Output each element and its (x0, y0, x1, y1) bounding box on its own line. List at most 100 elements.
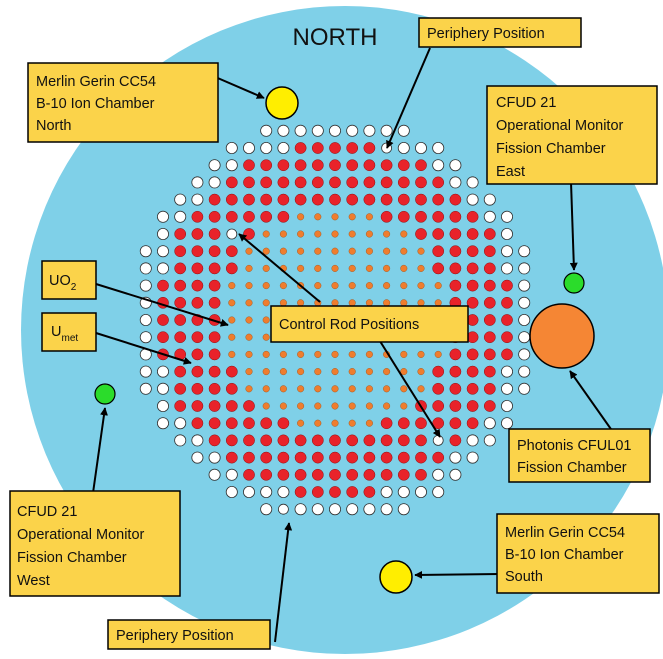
uo2-fuel-rod (400, 350, 408, 358)
uo2-fuel-rod (245, 350, 253, 358)
uo2-fuel-rod (314, 247, 322, 255)
umet-fuel-rod (311, 193, 324, 206)
umet-fuel-rod (260, 193, 273, 206)
empty-lattice-position (191, 434, 204, 447)
empty-lattice-position (518, 331, 531, 344)
uo2-fuel-rod (279, 402, 287, 410)
umet-fuel-rod (294, 468, 307, 481)
umet-fuel-rod (397, 434, 410, 447)
uo2-fuel-rod (279, 350, 287, 358)
umet-fuel-rod (329, 451, 341, 464)
uo2-fuel-rod (400, 402, 408, 410)
uo2-fuel-rod (297, 402, 305, 410)
uo2-fuel-rod (245, 333, 253, 341)
umet-fuel-rod (380, 468, 393, 481)
fission-monitor-east (563, 272, 585, 294)
umet-fuel-rod (243, 451, 255, 464)
umet-fuel-rod (208, 210, 221, 223)
umet-fuel-rod (466, 279, 479, 292)
umet-fuel-rod (415, 159, 427, 172)
uo2-fuel-rod (348, 282, 356, 290)
empty-lattice-position (414, 141, 427, 154)
umet-fuel-rod (380, 210, 393, 223)
umet-fuel-rod (294, 142, 307, 154)
umet-fuel-rod (415, 434, 427, 447)
uo2-fuel-rod (400, 368, 408, 376)
svg-text:Fission Chamber: Fission Chamber (496, 141, 606, 157)
empty-lattice-position (208, 468, 221, 481)
empty-lattice-position (483, 210, 496, 223)
empty-lattice-position (449, 159, 462, 172)
uo2-fuel-rod (245, 316, 253, 324)
umet-fuel-rod (277, 176, 290, 189)
empty-lattice-position (294, 503, 307, 516)
umet-fuel-rod (225, 417, 238, 430)
umet-fuel-rod (380, 159, 393, 172)
umet-fuel-rod (483, 228, 496, 240)
uo2-fuel-rod (434, 282, 442, 290)
label-photonis: Photonis CFUL01 Fission Chamber (508, 428, 651, 483)
uo2-fuel-rod (314, 385, 322, 393)
umet-fuel-rod (380, 434, 393, 447)
umet-fuel-rod (208, 434, 221, 447)
umet-fuel-rod (415, 228, 427, 240)
uo2-fuel-rod (297, 247, 305, 255)
umet-fuel-rod (329, 159, 341, 172)
empty-lattice-position (191, 176, 204, 189)
arrow-cfud-east (569, 181, 578, 271)
empty-lattice-position (397, 503, 410, 516)
uo2-fuel-rod (262, 368, 270, 376)
uo2-fuel-rod (314, 213, 322, 221)
umet-fuel-rod (466, 400, 479, 412)
empty-lattice-position (380, 124, 393, 137)
empty-lattice-position (518, 245, 531, 258)
uo2-fuel-rod (417, 385, 425, 393)
umet-fuel-rod (225, 245, 238, 258)
arrow-uo2 (95, 283, 229, 327)
uo2-fuel-rod (297, 299, 305, 307)
uo2-fuel-rod (228, 282, 236, 290)
uo2-fuel-rod (245, 368, 253, 376)
umet-fuel-rod (243, 400, 255, 412)
uo2-fuel-rod (245, 264, 253, 272)
uo2-fuel-rod (314, 368, 322, 376)
label-control-rods: Control Rod Positions (270, 305, 469, 343)
callout-labels: Periphery Position Merlin Gerin CC54 B-1… (9, 17, 660, 650)
uo2-fuel-rod (400, 264, 408, 272)
umet-fuel-rod (415, 417, 427, 430)
uo2-fuel-rod (348, 230, 356, 238)
empty-lattice-position (500, 210, 513, 223)
umet-fuel-rod (363, 176, 376, 189)
svg-text:Fission Chamber: Fission Chamber (517, 460, 627, 476)
umet-fuel-rod (501, 296, 513, 309)
umet-fuel-rod (415, 451, 427, 464)
label-periphery-bottom: Periphery Position (107, 619, 271, 650)
uo2-fuel-rod (331, 350, 339, 358)
empty-lattice-position (156, 382, 169, 395)
uo2-fuel-rod (417, 247, 425, 255)
umet-fuel-rod (294, 434, 307, 447)
umet-fuel-rod (415, 176, 427, 189)
empty-lattice-position (432, 141, 445, 154)
umet-fuel-rod (449, 262, 462, 275)
umet-fuel-rod (466, 210, 479, 223)
umet-fuel-rod (174, 296, 187, 309)
empty-lattice-position (414, 485, 427, 498)
empty-lattice-position (432, 485, 445, 498)
umet-fuel-rod (260, 159, 273, 172)
umet-fuel-rod (174, 245, 187, 258)
umet-fuel-rod (380, 176, 393, 189)
umet-fuel-rod (432, 228, 445, 240)
uo2-fuel-rod (400, 247, 408, 255)
empty-lattice-position (518, 296, 531, 309)
label-uo2: UO2 (41, 260, 97, 300)
umet-fuel-rod (225, 262, 238, 275)
uo2-fuel-rod (365, 264, 373, 272)
umet-fuel-rod (208, 279, 221, 292)
umet-fuel-rod (191, 279, 204, 292)
uo2-fuel-rod (383, 247, 391, 255)
uo2-fuel-rod (383, 368, 391, 376)
uo2-fuel-rod (314, 282, 322, 290)
label-merlin-north: Merlin Gerin CC54 B-10 Ion Chamber North (27, 62, 219, 143)
umet-fuel-rod (466, 365, 479, 378)
